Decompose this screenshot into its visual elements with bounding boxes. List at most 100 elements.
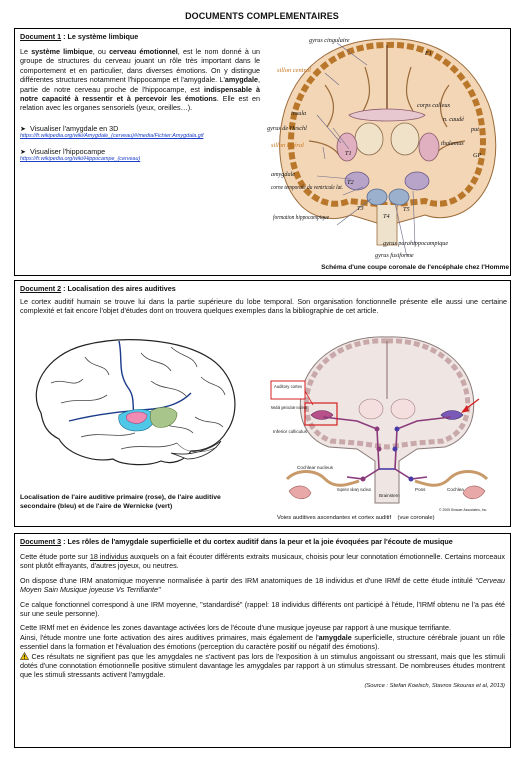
label-t3: T3 [357,205,364,212]
doc1-text-b: système limbique [31,47,93,56]
doc3-p5-c: superficielle, structure cérébrale jouan… [20,632,506,652]
doc1-text-f: amygdale [224,75,258,85]
doc3-p6: Ces résultats ne signifient pas que les … [20,651,505,680]
document-3-title: : Les rôles de l'amygdale superficielle … [61,537,453,546]
doc3-p1-c: auxquels on a fait écouter différents ex… [20,552,505,571]
auditory-cortex-highlight [304,402,338,426]
doc1-text-h: indispensable à notre capacité à ressent… [20,84,260,104]
label-gyrus-heschl: gyrus de Heschl [267,125,307,132]
link-block-hippocampe: ➤Visualiser l'hippocampe https://fr.wiki… [20,147,260,163]
label-gp: GP [473,152,481,159]
label-gyrus-cingulaire: gyrus cingulaire [309,37,350,44]
doc3-paragraph-2: On dispose d'une IRM anatomique moyenne … [20,576,505,595]
label-gyrus-fusi: gyrus fusiforme [375,252,414,259]
document-1-text: Document 1 : Le système limbique Le syst… [20,32,260,163]
lateral-brain-figure [35,339,236,466]
document-1-number: Document 1 [20,32,62,41]
doc3-paragraph-6: Ces résultats ne signifient pas que les … [19,651,505,680]
label-f1: F1 [424,50,432,57]
label-superior-olivary-text: Superior olivary nucleus [337,487,371,492]
doc3-paragraph-3: Ce calque fonctionnel correspond à une I… [20,599,505,619]
label-medial-geniculate-text: Medial geniculate nucleus [271,405,307,410]
document-2-right-caption: Voies auditives ascendantes et cortex au… [277,515,509,521]
document-2-number: Document 2 [20,284,62,293]
document-1-caption: Schéma d'une coupe coronale de l'encépha… [321,264,509,271]
label-leader-lines [316,42,416,258]
doc3-paragraph-4: Cette IRMf met en évidence les zones dav… [20,623,452,633]
document-2-heading: Document 2 : Localisation des aires audi… [20,284,176,293]
link-block-amygdale: ➤Visualiser l'amygdale en 3D https://fr.… [20,124,260,140]
link-amygdale[interactable]: https://fr.wikipedia.org/wiki/Amygdale_(… [20,132,204,139]
doc3-source: (Source : Stefan Koelsch, Stavros Skoura… [364,682,506,689]
bullet-hippocampe: ➤Visualiser l'hippocampe [20,147,260,156]
label-formation: formation hippocampique [273,214,329,221]
coronal-section-figure: gyrus cingulaire F1 sillon central corps… [267,37,497,259]
label-t2: T2 [347,179,354,186]
copyright-text: © 2005 Sinauer Associates, Inc. [439,508,487,512]
label-n-caude: n. caudé [443,116,464,123]
label-pons: Pons [415,487,426,492]
label-cochlear-nucleus: Cochlear nucleus [297,465,334,470]
doc3-p1-a: Cette étude porte sur [20,552,90,561]
page-title: DOCUMENTS COMPLEMENTAIRES [185,11,339,21]
label-t5: T5 [403,206,410,213]
bullet-amygdale-label: Visualiser l'amygdale en 3D [30,123,119,133]
document-2-title: : Localisation des aires auditives [61,284,176,293]
auditory-cortex-label-box [270,380,306,400]
doc1-text-a: Le [20,47,32,56]
label-t4: T4 [383,213,390,220]
label-sillon-central: sillon central [277,67,311,74]
doc3-p1-b: 18 individus [89,552,128,561]
right-caption-a: Voies auditives ascendantes et cortex au… [277,515,392,521]
doc3-p2: On dispose d'une IRM anatomique moyenne … [20,575,476,585]
document-2-paragraph: Le cortex auditif humain se trouve lui d… [20,297,507,316]
label-corps-calleux: corps calleux [417,102,450,109]
doc1-text-e: , est le nom donné à un groupe de struct… [20,47,260,85]
label-cochlear-nucleus-text: Cochlear nucleus [297,465,334,470]
document-1-paragraph: Le système limbique, ou cerveau émotionn… [20,47,260,113]
lateral-brain-drawing [35,339,236,466]
doc3-p5-a: Ainsi, l'étude montre une forte activati… [20,632,319,642]
doc3-p5-b: amygdale [318,632,352,642]
label-corne: corne temporale du ventricule lat. [271,184,343,191]
label-brainstem: Brainstem [379,493,400,498]
label-superior-olivary: Superior olivary nucleus [337,487,371,492]
doc1-text-i: . Elle est en relation avec les organes … [20,94,260,113]
link-hippocampe[interactable]: https://fr.wikipedia.org/wiki/Hippocampe… [20,156,141,163]
label-put: put [470,126,479,133]
label-cochlea: Cochlea [447,487,464,492]
label-thalamus: thalamus [441,140,464,147]
label-t1: T1 [345,150,352,157]
document-3-heading: Document 3 : Les rôles de l'amygdale sup… [20,537,505,546]
label-auditory-cortex: Auditory cortex [274,384,303,389]
auditory-pathways-figure: Auditory cortex Medial geniculate nucleu… [270,336,489,512]
document-3-box: Document 3 : Les rôles de l'amygdale sup… [14,533,511,748]
document-2-box: Document 2 : Localisation des aires audi… [14,280,511,527]
label-corne-text: corne temporale du ventricule lat. [271,184,343,191]
red-arrow-icon [461,398,480,413]
bullet-amygdale: ➤Visualiser l'amygdale en 3D [20,124,260,133]
label-inferior-colliculus-text: Inferior colliculus [273,429,308,434]
bullet-hippocampe-label: Visualiser l'hippocampe [30,147,106,157]
document-1-box: Document 1 : Le système limbique Le syst… [14,28,511,276]
doc3-paragraph-1: Cette étude porte sur 18 individus auxqu… [20,552,505,571]
brain-coronal-drawing [279,38,497,246]
doc3-paragraph-5: Ainsi, l'étude montre une forte activati… [20,633,505,652]
label-inferior-colliculus: Inferior colliculus [273,429,308,434]
doc3-p2-italic: "Cerveau Moyen Sain Musique joyeuse Vs T… [20,575,505,595]
label-sillon-lateral: sillon latéral [271,142,304,149]
label-auditory-cortex-text: Auditory cortex [274,384,303,389]
label-insula: insula [291,110,306,117]
arrow-bullet-icon: ➤ [20,123,27,133]
label-medial-geniculate: Medial geniculate nucleus [271,405,307,410]
wernicke-area [149,407,178,428]
right-caption-b: (vue coronale) [397,515,435,521]
document-1-title: : Le système limbique [61,32,139,41]
primary-auditory-area [125,411,148,424]
document-2-left-caption: Localisation de l'aire auditive primaire… [20,494,221,510]
doc1-text-g: , partie de notre cerveau proche de l'hi… [20,75,260,94]
label-gyrus-para: gyrus parahippocampique [383,240,448,247]
arrow-bullet-icon: ➤ [20,147,27,157]
document-1-heading: Document 1 : Le système limbique [20,32,260,41]
warning-icon [19,651,30,660]
